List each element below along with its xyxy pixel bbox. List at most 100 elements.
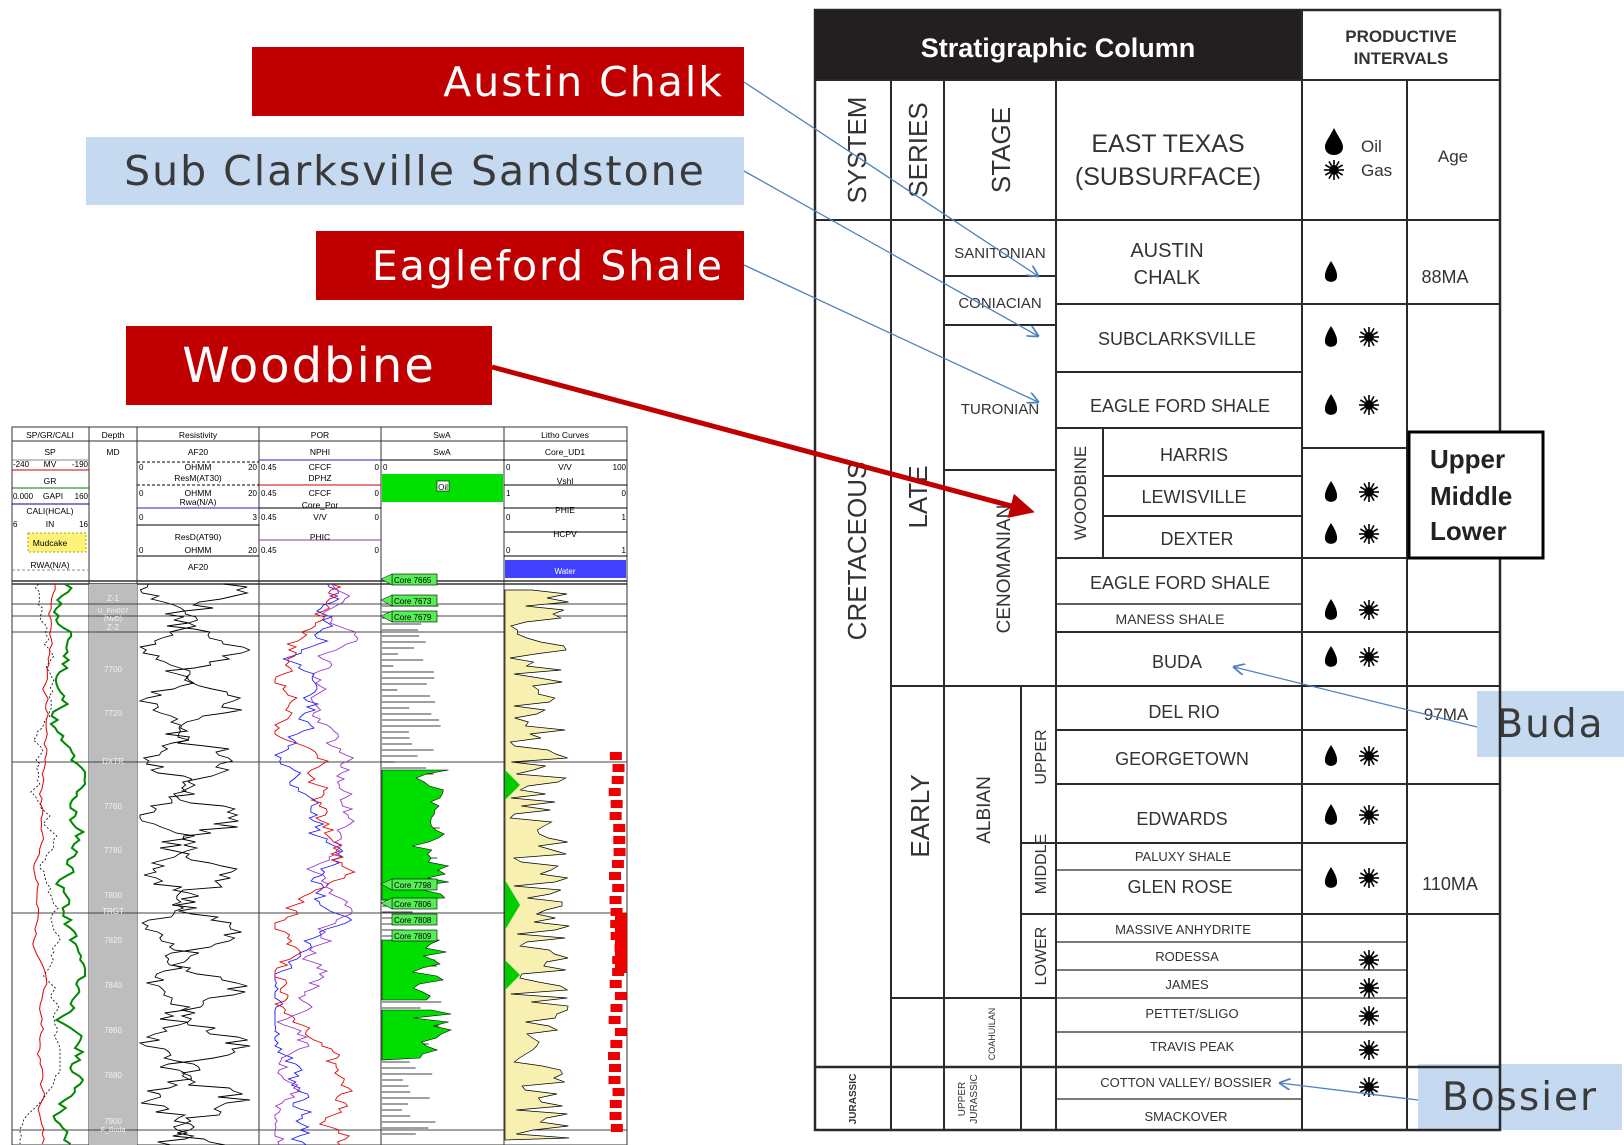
age-110: 110MA <box>1422 874 1478 894</box>
por-max-3: 0.45 <box>261 513 277 522</box>
swa-label: SwA <box>433 447 451 457</box>
gas-icon <box>1359 868 1379 888</box>
stage-turonian: TURONIAN <box>961 401 1039 418</box>
sub-clarksville-label-text: Sub Clarksville Sandstone <box>124 147 706 195</box>
bossier-arrow <box>1280 1083 1419 1101</box>
unit-cotton: COTTON VALLEY/ BOSSIER <box>1100 1075 1271 1090</box>
core-ud1-label: Core_UD1 <box>545 447 585 457</box>
af20-label: AF20 <box>188 447 209 457</box>
mudcake-swatch <box>27 532 87 553</box>
productive-intervals-line2: INTERVALS <box>1354 49 1449 68</box>
woodbine-label: Woodbine <box>126 326 492 405</box>
litho-min-3: 0 <box>506 513 511 522</box>
substage-middle: MIDDLE <box>1033 834 1050 894</box>
depth-7760: 7760 <box>104 802 122 811</box>
af20b-label: AF20 <box>188 562 209 572</box>
ohmm-label-1: OHMM <box>185 462 212 472</box>
eagleford-arrow <box>743 264 1038 402</box>
sub-clarksville-label: Sub Clarksville Sandstone <box>86 137 744 205</box>
unit-rodessa: RODESSA <box>1155 949 1219 964</box>
track-sp-gr-cali: SP/GR/CALI <box>26 430 74 440</box>
litho-max-1: 100 <box>613 463 627 472</box>
oil-drop-icon <box>1324 261 1338 282</box>
md-label: MD <box>106 447 119 457</box>
header-subsurface: (SUBSURFACE) <box>1075 163 1261 191</box>
unit-buda: BUDA <box>1152 652 1202 672</box>
por-min-4: 0 <box>375 546 380 555</box>
oil-drop-icon <box>1324 646 1338 667</box>
unit-travis: TRAVIS PEAK <box>1150 1039 1235 1054</box>
unit-paluxy: PALUXY SHALE <box>1135 849 1232 864</box>
unit-edwards: EDWARDS <box>1136 809 1227 829</box>
productive-intervals-line1: PRODUCTIVE <box>1345 27 1456 46</box>
core-tag <box>391 929 438 942</box>
stage-albian: ALBIAN <box>974 776 995 844</box>
oil-legend-box <box>436 480 450 492</box>
core-tag-label: Core 7673 <box>394 597 432 606</box>
depth-ufm: U_Fm007 <box>98 608 129 615</box>
oil-drop-icon <box>1324 599 1338 620</box>
vv-por-label: V/V <box>313 512 327 522</box>
series-early: EARLY <box>905 774 935 857</box>
unit-georgetown: GEORGETOWN <box>1115 749 1249 769</box>
cali-min: 6 <box>13 520 18 529</box>
depth-7840: 7840 <box>104 981 122 990</box>
por-min-3: 0 <box>375 513 380 522</box>
gas-icon <box>1359 1040 1379 1060</box>
cfcf-label-1: CFCF <box>309 462 332 472</box>
unit-subclarksville: SUBCLARKSVILLE <box>1098 329 1256 349</box>
sub-clarksville-arrow <box>743 170 1038 336</box>
gr-max: 160 <box>75 492 89 501</box>
austin-chalk-arrow <box>743 81 1038 276</box>
core-tag-label: Core 7679 <box>394 613 432 622</box>
gr-label: GR <box>44 476 57 486</box>
gr-units: GAPI <box>43 491 63 501</box>
substage-upper: UPPER <box>1033 729 1050 784</box>
header-east-texas: EAST TEXAS <box>1091 130 1244 158</box>
depth-track-band <box>89 584 137 1145</box>
gas-icon <box>1359 647 1379 667</box>
cfcf-label-2: CFCF <box>309 488 332 498</box>
depth-7880: 7880 <box>104 1071 122 1080</box>
core-tag-label: Core 7808 <box>394 916 432 925</box>
res-min-2: 0 <box>139 489 144 498</box>
core-tag-label: Core 7665 <box>394 576 432 585</box>
unit-austin-2: CHALK <box>1134 267 1201 289</box>
stage-coniacian: CONIACIAN <box>958 295 1041 312</box>
track-swa: SwA <box>433 430 451 440</box>
gas-icon <box>1359 978 1379 998</box>
buda-arrow <box>1234 667 1478 728</box>
depth-7800: 7800 <box>104 891 122 900</box>
track-litho: Litho Curves <box>541 430 589 440</box>
depth-trgt: TRGT <box>102 907 124 916</box>
title-bar <box>815 10 1302 80</box>
stage-cenomanian: CENOMANIAN <box>994 505 1015 634</box>
header-series: SERIES <box>903 102 933 197</box>
system-jurassic: JURASSIC <box>848 1074 859 1125</box>
unit-anhydrite: MASSIVE ANHYDRITE <box>1115 922 1251 937</box>
bossier-label-text: Bossier <box>1441 1074 1599 1120</box>
austin-chalk-label-text: Austin Chalk <box>443 57 724 106</box>
depth-z1: Z-1 <box>107 594 120 603</box>
depth-7700: 7700 <box>104 665 122 674</box>
unit-pettet: PETTET/SLIGO <box>1145 1006 1238 1021</box>
gas-icon <box>1359 1006 1379 1026</box>
rwa-res-label: Rwa(N/A) <box>180 497 217 507</box>
woodbine-box-lower: Lower <box>1430 516 1507 546</box>
sp-min: -240 <box>13 460 30 469</box>
gas-icon <box>1359 482 1379 502</box>
age-88: 88MA <box>1421 267 1468 287</box>
oil-drop-icon <box>1324 523 1338 544</box>
rwa-label: RWA(N/A) <box>30 560 69 570</box>
oil-drop-icon <box>1324 394 1338 415</box>
gas-icon <box>1359 327 1379 347</box>
depth-7860: 7860 <box>104 1026 122 1035</box>
ohmm-label-3: OHMM <box>185 545 212 555</box>
gas-icon <box>1359 395 1379 415</box>
stage-upper-jurassic-1: UPPER <box>957 1082 968 1116</box>
eagleford-label: Eagleford Shale <box>316 231 744 300</box>
res-min-3: 0 <box>139 546 144 555</box>
depth-z2: Z-2 <box>107 623 120 632</box>
gas-icon <box>1359 805 1379 825</box>
